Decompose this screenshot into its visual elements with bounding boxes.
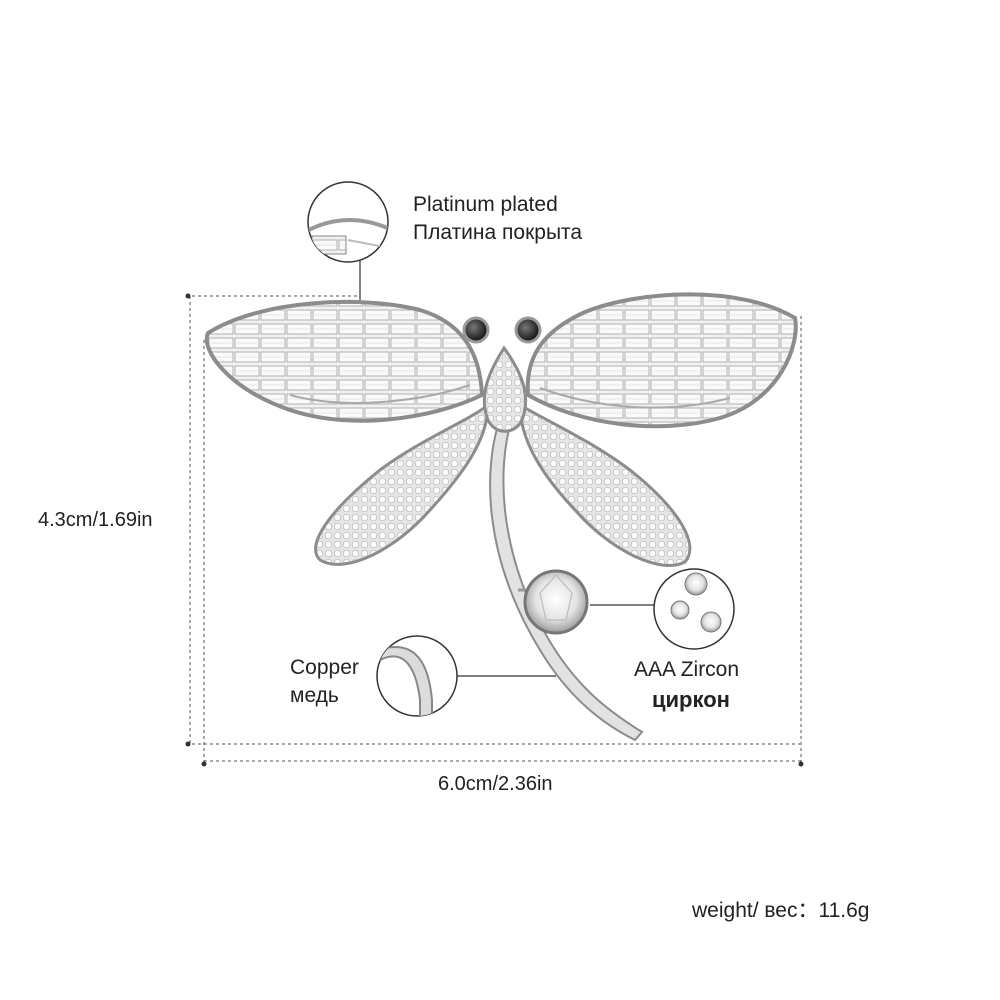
height-dimension: 4.3cm/1.69in bbox=[38, 509, 153, 531]
zircon-stone bbox=[518, 569, 589, 635]
stone-label-en: AAA Zircon bbox=[634, 658, 740, 681]
zircon-detail-circle bbox=[653, 568, 735, 650]
copper-detail-circle bbox=[376, 635, 458, 717]
dimension-ticks bbox=[185, 293, 804, 767]
dimension-guides bbox=[186, 295, 802, 766]
brooch-stem bbox=[489, 408, 644, 742]
stone-label-ru: циркон bbox=[652, 687, 730, 712]
dragonfly-body bbox=[482, 345, 528, 433]
plating-detail-circle bbox=[307, 181, 389, 263]
upper-right-wing bbox=[525, 292, 798, 429]
right-eye bbox=[514, 316, 542, 344]
lower-left-wing bbox=[314, 401, 490, 566]
plating-label-ru: Платина покрыта bbox=[413, 221, 583, 244]
width-dimension: 6.0cm/2.36in bbox=[438, 773, 553, 795]
left-eye bbox=[462, 316, 490, 344]
material-label-en: Copper bbox=[290, 656, 359, 679]
callout-lines bbox=[359, 258, 654, 677]
upper-left-wing bbox=[204, 299, 485, 423]
plating-label-en: Platinum plated bbox=[413, 193, 558, 216]
weight-label: weight/ вес：11.6g bbox=[692, 899, 870, 922]
material-label-ru: медь bbox=[290, 684, 339, 707]
lower-right-wing bbox=[518, 402, 692, 567]
